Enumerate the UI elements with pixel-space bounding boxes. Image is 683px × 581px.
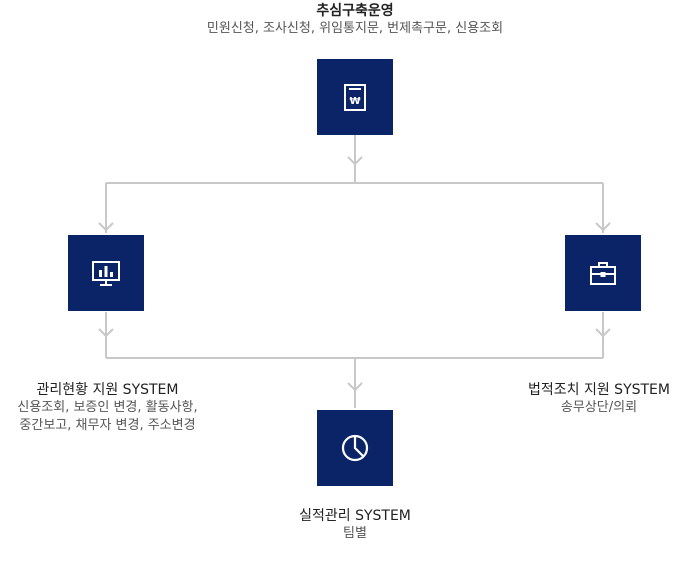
pie-chart-icon bbox=[341, 434, 369, 462]
bottom-desc: 팀별 bbox=[343, 526, 367, 541]
arrow-left-out bbox=[98, 328, 114, 338]
bottom-label: 실적관리 SYSTEM 팀별 bbox=[255, 507, 455, 543]
left-box bbox=[68, 235, 144, 311]
bottom-box bbox=[317, 410, 393, 486]
svg-text:₩: ₩ bbox=[349, 96, 360, 107]
arrow-top bbox=[347, 156, 363, 166]
right-label: 법적조치 지원 SYSTEM 송무상단/의뢰 bbox=[500, 381, 683, 417]
arrow-right-in bbox=[595, 222, 611, 232]
top-label: 추심구축운영 민원신청, 조사신청, 위임통지문, 번제촉구문, 신용조회 bbox=[155, 2, 555, 38]
left-desc-line-2: 중간보고, 채무자 변경, 주소변경 bbox=[19, 418, 196, 433]
arrow-left-in bbox=[98, 222, 114, 232]
arrow-right-out bbox=[595, 328, 611, 338]
receipt-won-icon: ₩ bbox=[344, 84, 366, 111]
monitor-chart-icon bbox=[92, 261, 120, 286]
top-desc: 민원신청, 조사신청, 위임통지문, 번제촉구문, 신용조회 bbox=[206, 21, 504, 36]
right-title: 법적조치 지원 SYSTEM bbox=[528, 382, 670, 398]
right-box bbox=[565, 235, 641, 311]
left-title: 관리현황 지원 SYSTEM bbox=[36, 382, 179, 398]
top-title: 추심구축운영 bbox=[316, 3, 394, 19]
bottom-title: 실적관리 SYSTEM bbox=[299, 508, 411, 524]
right-desc: 송무상단/의뢰 bbox=[560, 400, 638, 415]
briefcase-icon bbox=[590, 262, 616, 285]
top-box: ₩ bbox=[317, 59, 393, 135]
left-label: 관리현황 지원 SYSTEM 신용조회, 보증인 변경, 활동사항, 중간보고,… bbox=[0, 381, 215, 435]
arrow-bottom bbox=[347, 382, 363, 392]
left-desc-line-1: 신용조회, 보증인 변경, 활동사항, bbox=[17, 400, 198, 415]
